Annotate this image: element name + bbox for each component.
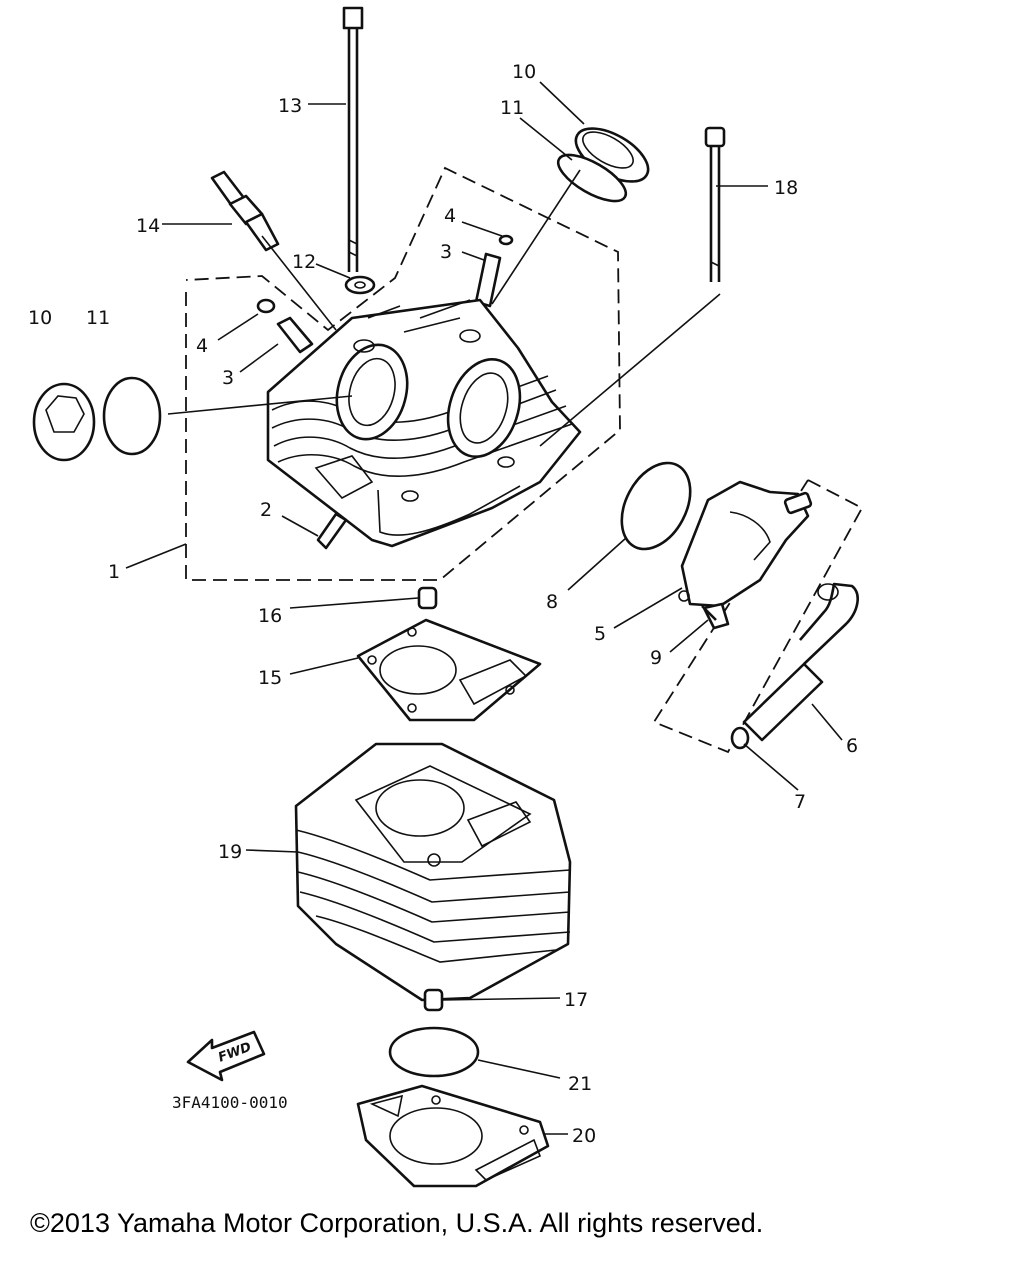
callout-18: 18 (774, 177, 798, 199)
part-17-dowel (423, 988, 444, 1012)
part-7-clamp (730, 726, 750, 750)
part-4-clip-upper (498, 234, 514, 246)
callout-6: 6 (846, 735, 858, 757)
part-3-valve-guide-upper (474, 252, 502, 308)
part-11-o-ring-top (556, 153, 628, 203)
part-6-hose (742, 582, 859, 742)
part-9-bolt (701, 602, 730, 630)
callout-11-left: 11 (86, 307, 110, 329)
part-18-bolt (704, 126, 726, 282)
part-13-stud (342, 6, 364, 272)
callout-5: 5 (594, 623, 606, 645)
callout-3-upper: 3 (440, 241, 452, 263)
part-4-clip-left (256, 298, 276, 314)
callout-10-top: 10 (512, 61, 536, 83)
callout-4-upper: 4 (444, 205, 456, 227)
callout-13: 13 (278, 95, 302, 117)
part-5-cover (678, 480, 813, 608)
callout-1: 1 (108, 561, 120, 583)
part-12-washer (344, 275, 376, 295)
callout-3-left: 3 (222, 367, 234, 389)
part-15-head-gasket (356, 618, 542, 722)
part-21-o-ring (388, 1026, 480, 1078)
callout-8: 8 (546, 591, 558, 613)
part-16-dowel (417, 586, 438, 610)
part-1-cylinder-head (266, 298, 582, 548)
callout-12: 12 (292, 251, 316, 273)
callout-19: 19 (218, 841, 242, 863)
part-2-stud (316, 512, 348, 550)
part-8-o-ring (620, 461, 692, 551)
assembly-boundary-lines (185, 166, 864, 754)
callout-7: 7 (794, 791, 806, 813)
callout-numbers: 1 2 3 3 4 4 5 6 7 8 9 10 10 11 11 12 13 … (28, 61, 858, 1147)
callout-2: 2 (260, 499, 272, 521)
callout-10-left: 10 (28, 307, 52, 329)
callout-17: 17 (564, 989, 588, 1011)
copyright-notice: ©2013 Yamaha Motor Corporation, U.S.A. A… (30, 1208, 764, 1238)
callout-15: 15 (258, 667, 282, 689)
callout-14: 14 (136, 215, 160, 237)
callout-11-top: 11 (500, 97, 524, 119)
fwd-direction-arrow: FWD (186, 1030, 266, 1082)
callout-4-left: 4 (196, 335, 208, 357)
callout-16: 16 (258, 605, 282, 627)
part-11-o-ring-left (102, 376, 162, 456)
part-10-cap-left (32, 382, 96, 462)
callout-21: 21 (568, 1073, 592, 1095)
part-14-spark-plug (210, 170, 280, 252)
callout-20: 20 (572, 1125, 596, 1147)
drawing-code: 3FA4100-0010 (172, 1093, 288, 1112)
part-20-base-gasket (356, 1084, 550, 1188)
callout-leader-lines (125, 81, 843, 1135)
part-19-cylinder-block (294, 742, 572, 1002)
part-3-valve-guide-left (276, 316, 314, 354)
callout-9: 9 (650, 647, 662, 669)
